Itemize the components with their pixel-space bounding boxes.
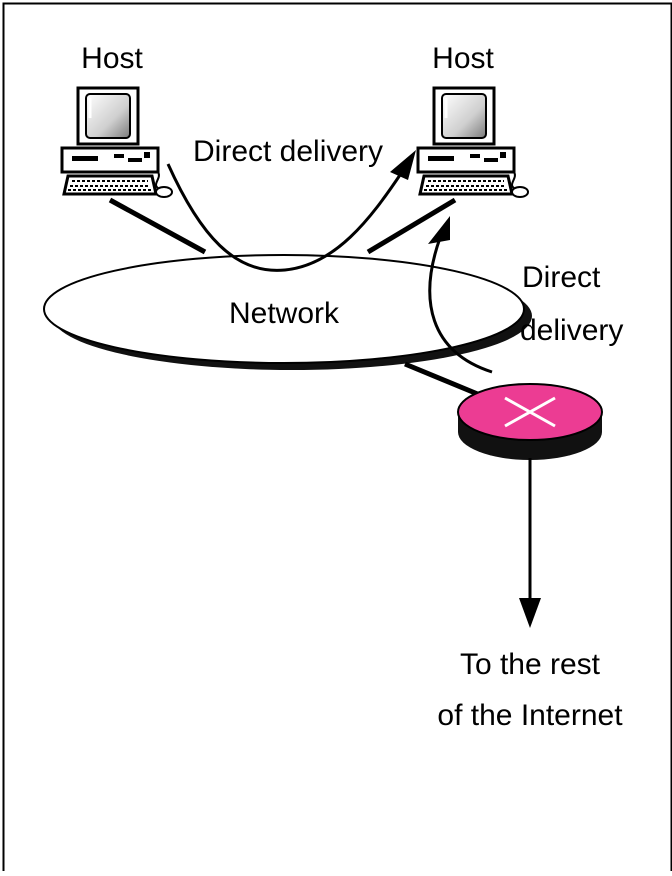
link-right-host-network xyxy=(366,197,457,255)
link-left-host-network xyxy=(108,197,207,255)
link-network-router xyxy=(404,361,481,398)
network-cloud xyxy=(43,254,532,370)
router-icon xyxy=(457,383,603,460)
host-computer-left-icon xyxy=(60,86,173,198)
internet-label-line1: To the rest xyxy=(460,648,601,681)
internet-label-line2: of the Internet xyxy=(437,699,623,732)
network-label: Network xyxy=(229,297,340,330)
direct-delivery-label-top: Direct delivery xyxy=(193,135,383,168)
host-label-right: Host xyxy=(432,42,494,75)
internet-arrow xyxy=(519,458,541,628)
direct-delivery-label-right-line2: delivery xyxy=(520,314,623,347)
direct-delivery-arrow-right xyxy=(428,216,493,374)
direct-delivery-arrow-top xyxy=(166,150,416,272)
host-label-left: Host xyxy=(81,42,143,75)
host-computer-right-icon xyxy=(416,86,529,198)
direct-delivery-label-right-line1: Direct xyxy=(522,261,601,294)
